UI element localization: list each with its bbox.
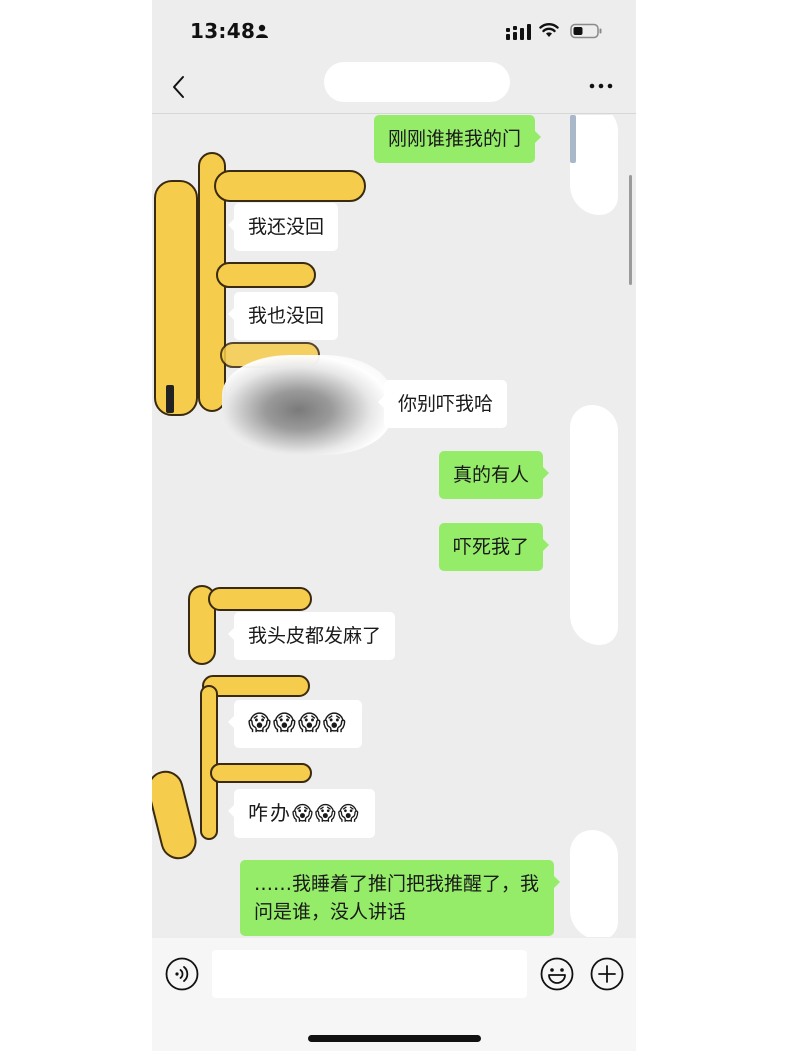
input-bar — [152, 938, 636, 1051]
voice-icon[interactable] — [165, 957, 199, 991]
avatar-redacted — [570, 115, 618, 215]
cat-sticker-arm — [214, 170, 366, 202]
message-bubble-out[interactable]: 吓死我了 — [439, 523, 550, 571]
back-icon[interactable] — [170, 74, 188, 100]
more-icon[interactable] — [588, 74, 614, 98]
message-text: 我头皮都发麻了 — [248, 625, 382, 647]
message-text: 你别吓我哈 — [398, 393, 494, 415]
plus-circle-icon[interactable] — [590, 957, 624, 991]
chat-header — [152, 62, 636, 114]
status-time: 13:48 — [190, 19, 256, 43]
status-bar: 13:48 — [152, 0, 636, 62]
message-bubble-in[interactable]: 你别吓我哈 — [377, 380, 508, 428]
message-text: 真的有人 — [453, 464, 530, 486]
message-bubble-out[interactable]: 刚刚谁推我的门 — [374, 115, 542, 163]
message-bubble-out[interactable]: 真的有人 — [439, 451, 550, 499]
chat-message-list[interactable]: 刚刚谁推我的门 我还没回 我也没回 你别吓我哈 真的有人 吓死我了 我头皮都发麻… — [152, 115, 636, 937]
avatar-redacted — [570, 830, 618, 937]
person-icon — [256, 24, 268, 38]
cat-sticker-body — [200, 685, 218, 840]
wifi-icon — [539, 23, 559, 37]
cat-sticker-arm — [208, 587, 312, 611]
message-bubble-out[interactable]: ……我睡着了推门把我推醒了，我问是谁，没人讲话 — [240, 860, 560, 936]
redaction-scribble — [222, 355, 392, 455]
battery-icon — [570, 23, 602, 39]
message-input[interactable] — [212, 950, 527, 998]
home-indicator[interactable] — [308, 1035, 481, 1042]
message-bubble-in[interactable]: 我还没回 — [227, 203, 339, 251]
message-text: 刚刚谁推我的门 — [388, 128, 522, 150]
avatar-redacted — [570, 405, 618, 645]
avatar-redacted — [166, 385, 174, 413]
cat-sticker-arm — [202, 675, 310, 697]
cat-sticker-arm — [216, 262, 316, 288]
cat-sticker-body — [154, 180, 198, 416]
cat-sticker-body — [152, 766, 201, 864]
message-text: 我还没回 — [248, 216, 325, 238]
scrollbar[interactable] — [629, 175, 632, 285]
cat-sticker-arm — [210, 763, 312, 783]
scroll-indicator — [570, 115, 576, 163]
message-bubble-in[interactable]: 我头皮都发麻了 — [227, 612, 396, 660]
phone-screen: 13:48 — [152, 0, 636, 1051]
message-bubble-in[interactable]: 😱😱😱😱 — [228, 700, 362, 748]
message-text: 咋办😱😱😱 — [248, 801, 361, 825]
message-bubble-in[interactable]: 我也没回 — [227, 292, 339, 340]
signal-icon — [506, 24, 531, 40]
message-text: 吓死我了 — [453, 536, 530, 558]
smiley-icon[interactable] — [540, 957, 574, 991]
message-emoji: 😱😱😱😱 — [248, 711, 348, 736]
message-bubble-in[interactable]: 咋办😱😱😱 — [228, 789, 375, 838]
chat-title-redacted — [324, 62, 510, 102]
message-text: 我也没回 — [248, 305, 325, 327]
message-text: ……我睡着了推门把我推醒了，我问是谁，没人讲话 — [254, 873, 540, 923]
